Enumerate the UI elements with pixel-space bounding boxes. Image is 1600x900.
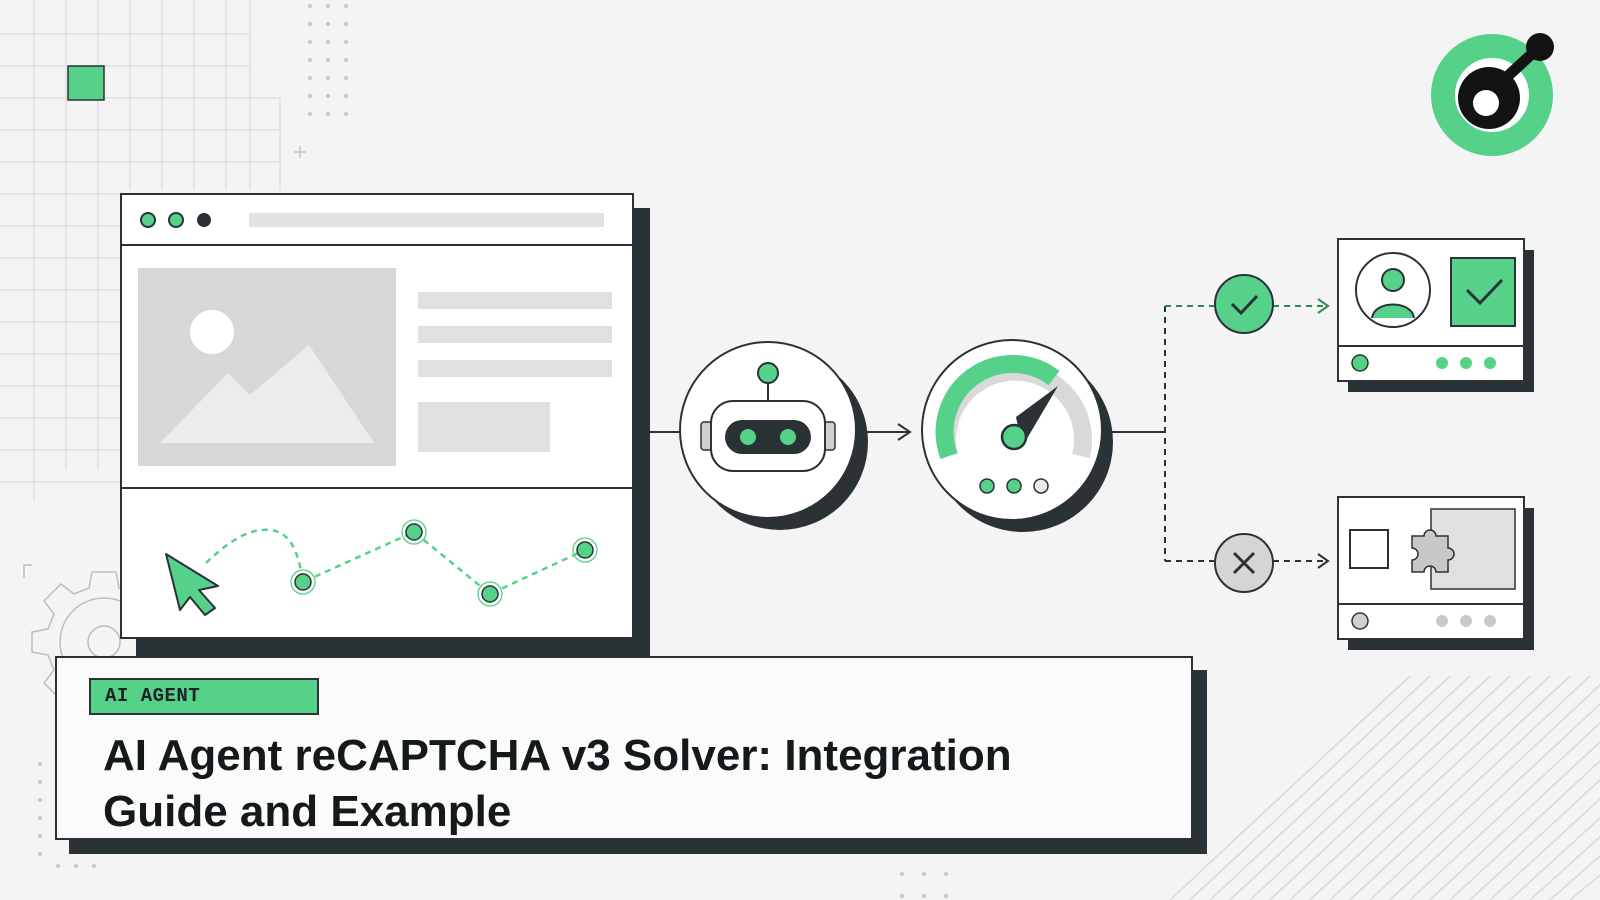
hatch-pattern [1169,675,1600,900]
address-bar [249,213,604,227]
window-dot-green [140,212,156,228]
arrow-connector [856,423,912,441]
dot-pattern-left [38,762,96,868]
category-tag[interactable]: AI AGENT [89,678,319,715]
checkbox-checked-icon [1450,257,1516,327]
image-placeholder-icon [138,268,396,466]
corner-bracket [23,564,32,578]
path-point [294,523,594,603]
dot-pattern-top [307,3,349,117]
cross-icon [1214,533,1274,593]
path-point-ring [290,519,598,607]
grid-pattern [0,0,281,500]
user-avatar-icon [1355,252,1431,328]
robot-icon [700,362,836,472]
page-title: AI Agent reCAPTCHA v3 Solver: Integratio… [103,731,1012,836]
mouse-path [205,528,586,596]
cursor-icon [165,553,219,616]
green-square-decor [67,65,105,101]
window-dot-dark [197,213,211,227]
brand-logo-icon [1431,33,1554,156]
window-dot-green [168,212,184,228]
score-meter-node [921,339,1113,532]
speedometer-icon [935,355,1092,494]
robot-node [679,341,868,530]
challenge-card [1337,496,1534,650]
plus-mark [294,146,306,158]
dot-pattern-bottom [899,849,949,899]
text-placeholder-lines [418,292,612,452]
success-card [1337,238,1534,392]
title-card: AI AGENT AI Agent reCAPTCHA v3 Solver: I… [55,656,1193,840]
puzzle-piece-icon [1411,529,1455,573]
check-icon [1214,274,1274,334]
